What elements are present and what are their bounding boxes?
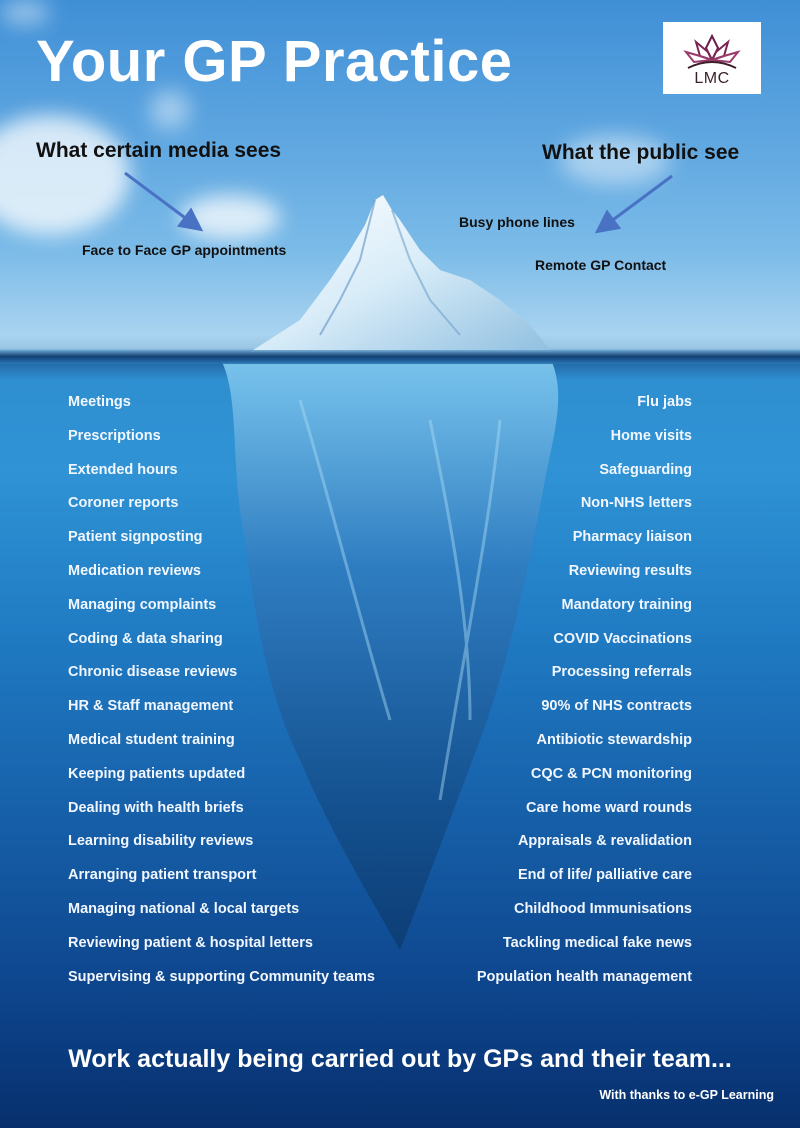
list-item: Coding & data sharing bbox=[68, 630, 223, 647]
cloud bbox=[0, 0, 50, 25]
public-item: Remote GP Contact bbox=[535, 257, 667, 273]
public-item: Busy phone lines bbox=[459, 214, 575, 230]
list-item: Prescriptions bbox=[68, 427, 161, 444]
arrow-icon bbox=[124, 171, 673, 234]
media-heading: What certain media sees bbox=[36, 139, 282, 162]
hidden-work-list-left: Meetings Prescriptions Extended hours Co… bbox=[68, 394, 375, 1002]
list-item: CQC & PCN monitoring bbox=[530, 765, 692, 782]
list-item: Arranging patient transport bbox=[68, 867, 257, 884]
list-item: Medication reviews bbox=[68, 562, 201, 579]
list-item: Antibiotic stewardship bbox=[536, 731, 693, 748]
lotus-icon bbox=[683, 34, 741, 69]
page-title: Your GP Practice bbox=[36, 29, 513, 94]
list-item: Pharmacy liaison bbox=[572, 529, 692, 546]
list-item: Processing referrals bbox=[551, 664, 692, 681]
cloud bbox=[150, 90, 190, 130]
logo-text: LMC bbox=[694, 70, 730, 87]
list-item: Meetings bbox=[68, 394, 131, 410]
list-item: COVID Vaccinations bbox=[553, 630, 692, 647]
list-item: Mandatory training bbox=[561, 596, 692, 613]
lmc-logo: LMC bbox=[663, 22, 761, 94]
list-item: Appraisals & revalidation bbox=[517, 833, 692, 850]
list-item: Safeguarding bbox=[599, 461, 692, 478]
list-item: Extended hours bbox=[68, 461, 178, 478]
list-item: Keeping patients updated bbox=[68, 765, 246, 782]
list-item: Coroner reports bbox=[68, 495, 179, 512]
footer-tagline: Work actually being carried out by GPs a… bbox=[68, 1045, 732, 1073]
cloud bbox=[0, 115, 130, 235]
list-item: Reviewing results bbox=[568, 562, 692, 579]
list-item: Managing national & local targets bbox=[68, 900, 300, 917]
list-item: Population health management bbox=[476, 968, 692, 985]
list-item: Care home ward rounds bbox=[526, 799, 692, 816]
list-item: Supervising & supporting Community teams bbox=[68, 968, 375, 985]
list-item: Home visits bbox=[610, 427, 692, 444]
list-item: Managing complaints bbox=[68, 596, 217, 613]
list-item: Flu jabs bbox=[637, 394, 692, 410]
list-item: Tackling medical fake news bbox=[502, 934, 692, 951]
list-item: Chronic disease reviews bbox=[68, 664, 238, 681]
list-item: End of life/ palliative care bbox=[517, 867, 692, 884]
credit-text: With thanks to e-GP Learning bbox=[599, 1088, 774, 1102]
waterline bbox=[0, 350, 800, 364]
list-item: Patient signposting bbox=[68, 529, 203, 546]
list-item: HR & Staff management bbox=[68, 698, 234, 715]
list-item: 90% of NHS contracts bbox=[541, 698, 692, 715]
list-item: Medical student training bbox=[68, 731, 235, 748]
hidden-work-list-right: Flu jabs Home visits Safeguarding Non-NH… bbox=[477, 394, 692, 1002]
media-item: Face to Face GP appointments bbox=[82, 242, 287, 258]
list-item: Reviewing patient & hospital letters bbox=[68, 934, 313, 951]
list-item: Non-NHS letters bbox=[580, 495, 692, 512]
list-item: Dealing with health briefs bbox=[68, 799, 244, 816]
cloud bbox=[560, 135, 670, 185]
list-item: Learning disability reviews bbox=[68, 833, 254, 850]
list-item: Childhood Immunisations bbox=[513, 900, 692, 917]
public-heading: What the public see bbox=[542, 141, 740, 164]
